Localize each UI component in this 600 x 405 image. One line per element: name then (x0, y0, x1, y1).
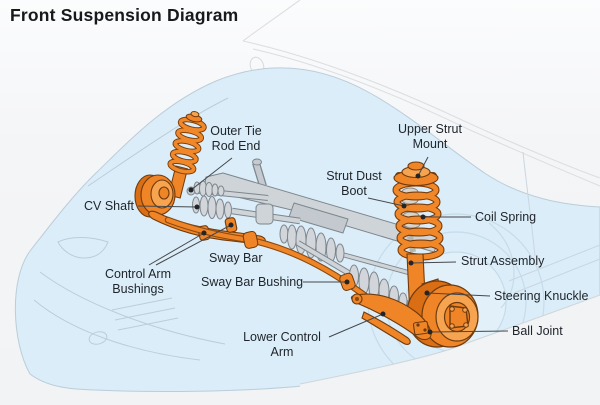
label-outer-tie-rod-end: Outer Tie Rod End (210, 124, 262, 154)
lower-control-arm (350, 293, 432, 346)
ball-joint-part (412, 320, 430, 336)
leader-dot (194, 204, 200, 210)
label-ball-joint: Ball Joint (512, 324, 563, 338)
leader-dot (424, 290, 430, 296)
label-sway-bar: Sway Bar (209, 251, 263, 265)
label-upper-strut-mount: Upper Strut Mount (398, 122, 462, 152)
label-lower-control-arm: Lower Control Arm (243, 330, 321, 360)
leader-dot (415, 173, 421, 179)
leader-dot (380, 311, 386, 317)
label-cv-shaft: CV Shaft (84, 199, 135, 213)
sway-bar (164, 216, 388, 314)
leader-dot (420, 214, 426, 220)
left-strut (167, 110, 207, 199)
sway-bar-bushing-front (242, 230, 259, 249)
steering-rack (203, 158, 441, 253)
label-coil-spring: Coil Spring (475, 210, 537, 224)
upper-strut-mount-part (393, 161, 439, 187)
label-sway-bar-bushing: Sway Bar Bushing (201, 275, 304, 289)
leader-dot (408, 260, 414, 266)
leader-dot (228, 222, 234, 228)
label-control-arm-bushings: Control Arm Bushings (105, 267, 171, 297)
leader-dot (201, 230, 207, 236)
left-hub (134, 174, 176, 218)
label-strut-assembly: Strut Assembly (461, 254, 545, 268)
label-steering-knuckle: Steering Knuckle (494, 289, 589, 303)
leader-dot (344, 279, 350, 285)
page-title: Front Suspension Diagram (10, 5, 239, 25)
leader-lines (137, 156, 509, 338)
rocker-sill (299, 294, 600, 405)
label-strut-dust-boot: Strut Dust Boot (326, 169, 382, 199)
coil-spring-part (392, 179, 445, 261)
leader-dot (188, 187, 194, 193)
leader-dot (427, 329, 433, 335)
leader-dot (401, 203, 407, 209)
